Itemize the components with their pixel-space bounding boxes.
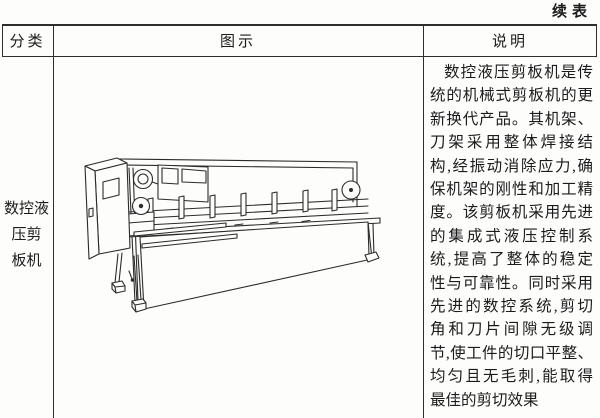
category-cell: 数控液 压剪 板机 xyxy=(0,196,53,274)
header-description: 说明 xyxy=(491,34,528,50)
table-border-top xyxy=(2,24,597,26)
description-line: 统,提高了整体的稳定 xyxy=(430,251,593,269)
table-border-left xyxy=(2,24,3,57)
description-cell: 数控液压剪板机是传 统的机械式剪板机的更 新换代产品。其机架、 刀架采用整体焊接… xyxy=(430,61,593,412)
illustration-cell xyxy=(54,57,423,418)
header-category: 分类 xyxy=(9,34,46,50)
description-line: 统的机械式剪板机的更 xyxy=(430,87,593,105)
description-line: 角和刀片间隙无级调 xyxy=(430,321,593,339)
category-line: 板机 xyxy=(11,253,42,269)
shearing-machine-drawing xyxy=(84,157,381,313)
description-line: 度。该剪板机采用先进 xyxy=(430,204,593,222)
table-header-bottom-rule xyxy=(2,56,597,57)
description-line: 性与可靠性。同时采用 xyxy=(430,274,593,292)
description-line: 最佳的剪切效果 xyxy=(430,391,539,409)
table-divider-category xyxy=(53,24,54,418)
description-line: 新换代产品。其机架、 xyxy=(430,110,593,128)
continued-table-label: 续表 xyxy=(551,4,592,20)
description-line: 均匀且无毛刺,能取得 xyxy=(430,368,593,386)
description-line: 节,使工件的切口平整、 xyxy=(430,344,593,362)
description-line: 数控液压剪板机是传 xyxy=(444,64,593,81)
description-line: 的集成式液压控制系 xyxy=(430,227,593,245)
description-line: 构,经振动消除应力,确 xyxy=(430,157,593,175)
description-line: 保机架的刚性和加工精 xyxy=(430,181,593,199)
category-line: 数控液 xyxy=(3,201,49,217)
description-line: 刀架采用整体焊接结 xyxy=(430,134,593,152)
table-divider-description xyxy=(423,24,424,418)
header-illustration: 图示 xyxy=(219,34,256,50)
table-border-right xyxy=(596,24,597,57)
category-line: 压剪 xyxy=(11,227,42,243)
description-line: 先进的数控系统,剪切 xyxy=(430,298,593,316)
